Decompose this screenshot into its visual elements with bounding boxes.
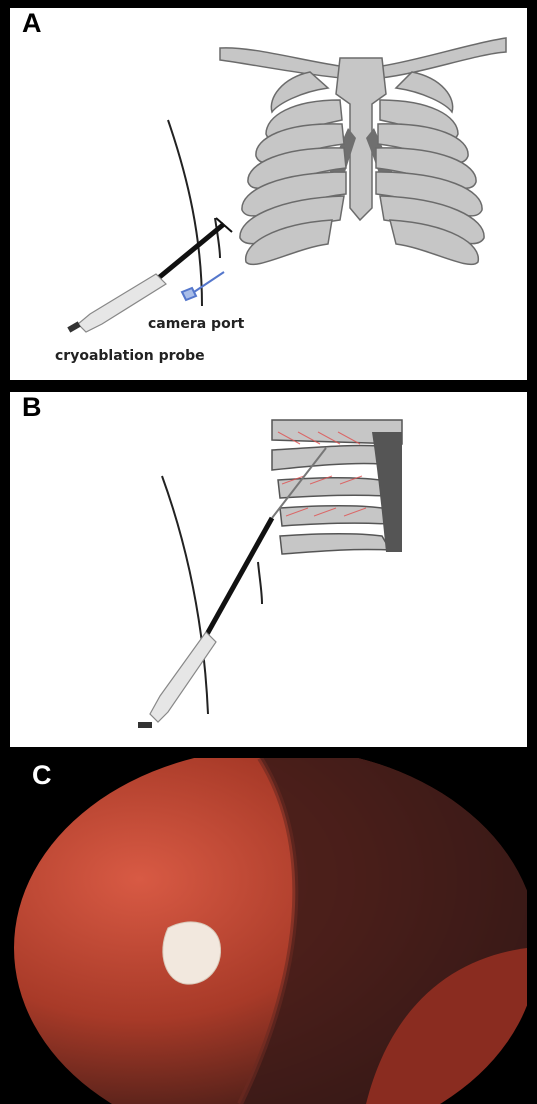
left-clavicle <box>220 48 342 78</box>
cryoablation-probe-label: cryoablation probe <box>55 348 205 364</box>
chest-wall-line-inner <box>215 218 220 258</box>
panel-c-label: C <box>32 762 52 789</box>
probe-cable-end <box>138 722 152 728</box>
ablation-marks <box>278 432 366 516</box>
ribs-left <box>240 72 346 264</box>
panel-a-label: A <box>22 10 42 37</box>
panel-a: A camera port cryoablation probe <box>10 8 527 380</box>
chest-wall-line-inner <box>258 562 262 604</box>
panel-c: C <box>10 758 527 1104</box>
probe-shaft <box>156 224 224 280</box>
thoracoscopic-view <box>10 758 527 1104</box>
panel-b-label: B <box>22 394 42 421</box>
ribs-right <box>376 72 484 264</box>
right-clavicle <box>380 38 506 78</box>
camera-port-instrument <box>182 272 224 300</box>
camera-port-label: camera port <box>148 316 244 332</box>
probe-shaft <box>206 518 272 636</box>
panel-b: B <box>10 392 527 747</box>
probe-diagram <box>10 392 527 747</box>
ribcage-diagram <box>10 8 527 380</box>
chest-wall-line <box>168 120 202 306</box>
